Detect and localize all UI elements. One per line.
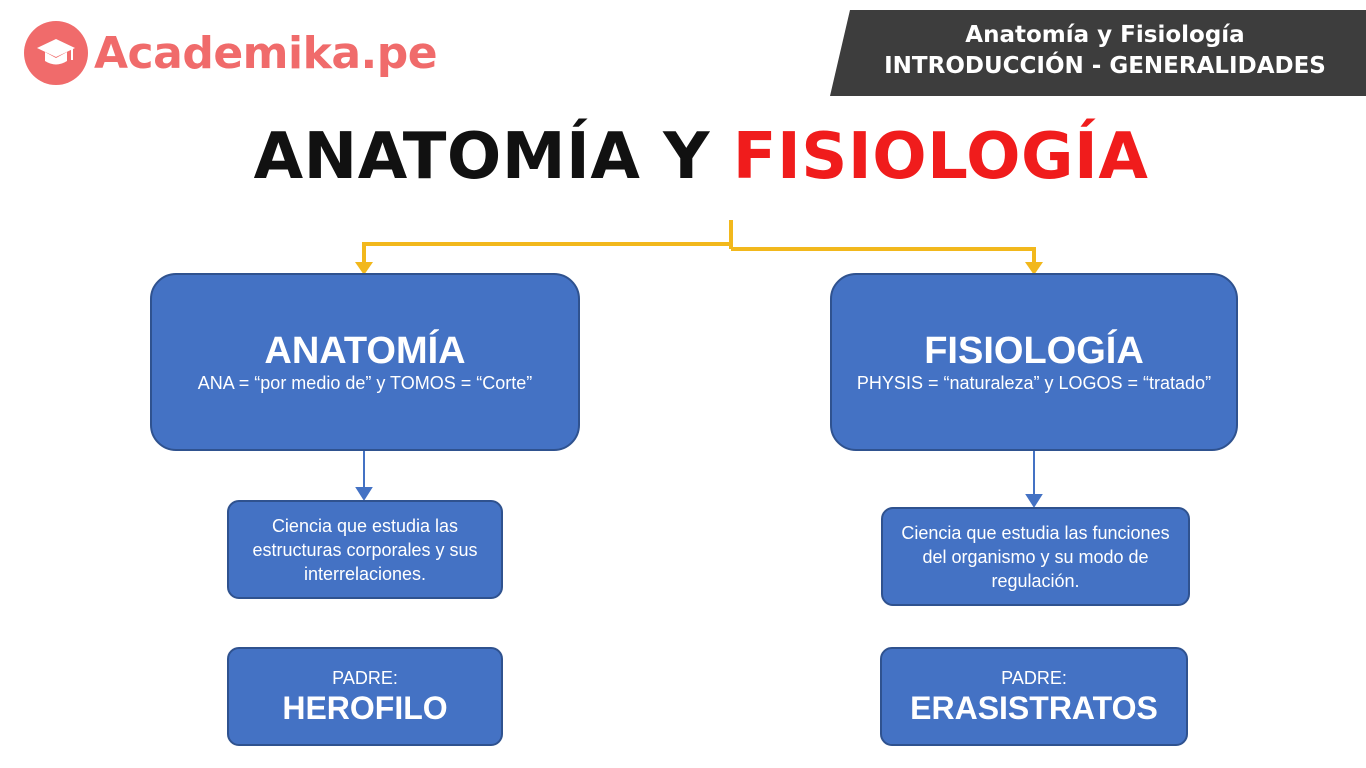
anatomia-padre-box: PADRE: HEROFILO bbox=[227, 647, 503, 746]
fisiologia-definition: Ciencia que estudia las funciones del or… bbox=[901, 522, 1170, 591]
anatomia-padre-name: HEROFILO bbox=[282, 689, 448, 726]
header-topic: INTRODUCCIÓN - GENERALIDADES bbox=[884, 53, 1326, 79]
arrow-to-fisiologia bbox=[1025, 262, 1043, 275]
anatomia-box: ANATOMÍA ANA = “por medio de” y TOMOS = … bbox=[150, 273, 580, 451]
anatomia-etymology: ANA = “por medio de” y TOMOS = “Corte” bbox=[197, 373, 533, 393]
anatomia-padre-label: PADRE: bbox=[332, 667, 398, 688]
fisiologia-definition-box: Ciencia que estudia las funciones del or… bbox=[881, 507, 1190, 606]
fisiologia-box: FISIOLOGÍA PHYSIS = “naturaleza” y LOGOS… bbox=[830, 273, 1238, 451]
fisiologia-title: FISIOLOGÍA bbox=[924, 330, 1144, 372]
header: Anatomía y Fisiología INTRODUCCIÓN - GEN… bbox=[860, 20, 1350, 82]
fisiologia-padre-label: PADRE: bbox=[1001, 667, 1067, 688]
fisiologia-padre-name: ERASISTRATOS bbox=[910, 689, 1158, 726]
title-part-anatomia: ANATOMÍA Y bbox=[253, 120, 710, 194]
header-course-title: Anatomía y Fisiología bbox=[965, 22, 1245, 48]
anatomia-definition-box: Ciencia que estudia las estructuras corp… bbox=[227, 500, 503, 599]
arrow-to-anatomia bbox=[355, 262, 373, 275]
brand-logo: Academika.pe bbox=[24, 20, 438, 86]
graduation-cap-icon bbox=[24, 21, 88, 85]
anatomia-definition: Ciencia que estudia las estructuras corp… bbox=[252, 515, 478, 584]
branch-connector bbox=[362, 220, 1036, 268]
brand-name: Academika.pe bbox=[94, 27, 438, 79]
fisiologia-etymology: PHYSIS = “naturaleza” y LOGOS = “tratado… bbox=[856, 373, 1212, 393]
header-band bbox=[830, 10, 1366, 96]
title-part-fisiologia: FISIOLOGÍA bbox=[732, 120, 1149, 194]
fisiologia-padre-box: PADRE: ERASISTRATOS bbox=[880, 647, 1188, 746]
anatomia-title: ANATOMÍA bbox=[264, 330, 466, 372]
page-title: ANATOMÍA Y FISIOLOGÍA bbox=[0, 120, 1366, 194]
